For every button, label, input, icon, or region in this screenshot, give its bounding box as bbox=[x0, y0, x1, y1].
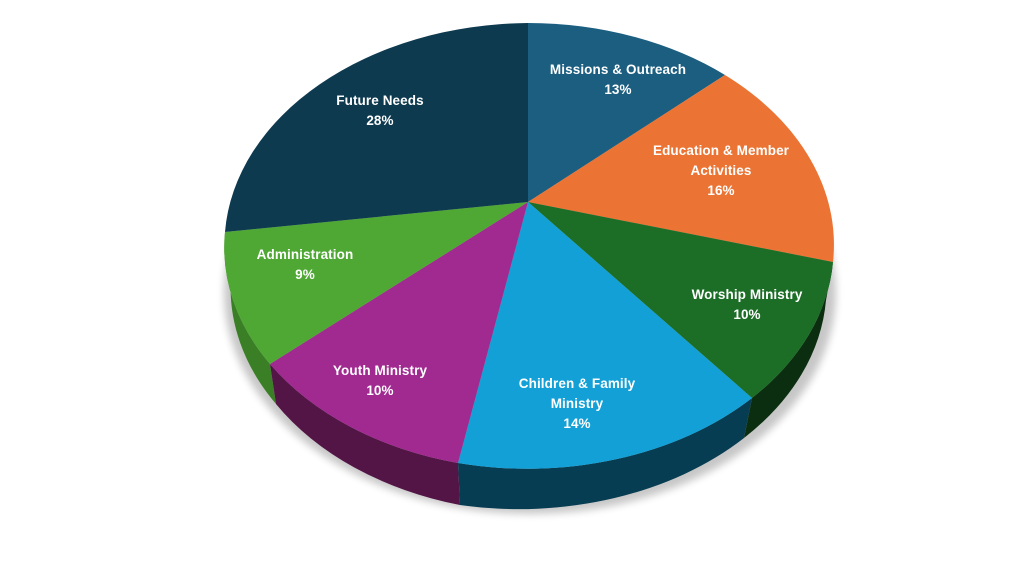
slice-percent: 10% bbox=[366, 383, 394, 398]
slice-future-needs[interactable] bbox=[225, 23, 528, 232]
slice-name: Children & Family bbox=[518, 376, 636, 391]
slice-name: Education & Member bbox=[652, 143, 790, 158]
side-worship-ministry bbox=[744, 262, 833, 438]
label-missions-outreach: Missions & Outreach 13% bbox=[550, 60, 686, 100]
pie-sides bbox=[224, 232, 833, 510]
slice-name-line2: Activities bbox=[690, 163, 752, 178]
slice-administration[interactable] bbox=[224, 202, 528, 364]
slice-percent: 16% bbox=[707, 183, 735, 198]
label-youth-ministry: Youth Ministry 10% bbox=[333, 361, 427, 401]
side-administration bbox=[224, 232, 276, 404]
slice-name: Future Needs bbox=[336, 93, 424, 108]
slice-children-family-ministry[interactable] bbox=[458, 202, 752, 469]
slice-missions-outreach[interactable] bbox=[528, 23, 725, 202]
slice-percent: 9% bbox=[295, 267, 315, 282]
label-future-needs: Future Needs 28% bbox=[336, 91, 423, 131]
label-worship-ministry: Worship Ministry 10% bbox=[692, 285, 803, 325]
slice-percent: 13% bbox=[604, 82, 632, 97]
label-children-family-ministry: Children & Family Ministry 14% bbox=[519, 374, 635, 434]
slice-name: Youth Ministry bbox=[332, 363, 428, 378]
side-youth-ministry bbox=[270, 364, 460, 505]
label-education-member-activities: Education & Member Activities 16% bbox=[653, 141, 789, 201]
slice-name: Administration bbox=[256, 247, 354, 262]
label-administration: Administration 9% bbox=[257, 245, 354, 285]
slice-percent: 10% bbox=[733, 307, 761, 322]
slice-name-line2: Ministry bbox=[550, 396, 604, 411]
slice-worship-ministry[interactable] bbox=[528, 202, 833, 398]
slice-percent: 14% bbox=[563, 416, 591, 431]
slice-youth-ministry[interactable] bbox=[270, 202, 528, 463]
slice-percent: 28% bbox=[366, 113, 394, 128]
slice-name: Worship Ministry bbox=[691, 287, 803, 302]
pie-top-face bbox=[224, 23, 834, 469]
slice-education-member-activities[interactable] bbox=[528, 75, 834, 262]
side-children-family bbox=[458, 398, 752, 510]
slice-name: Missions & Outreach bbox=[549, 62, 687, 77]
